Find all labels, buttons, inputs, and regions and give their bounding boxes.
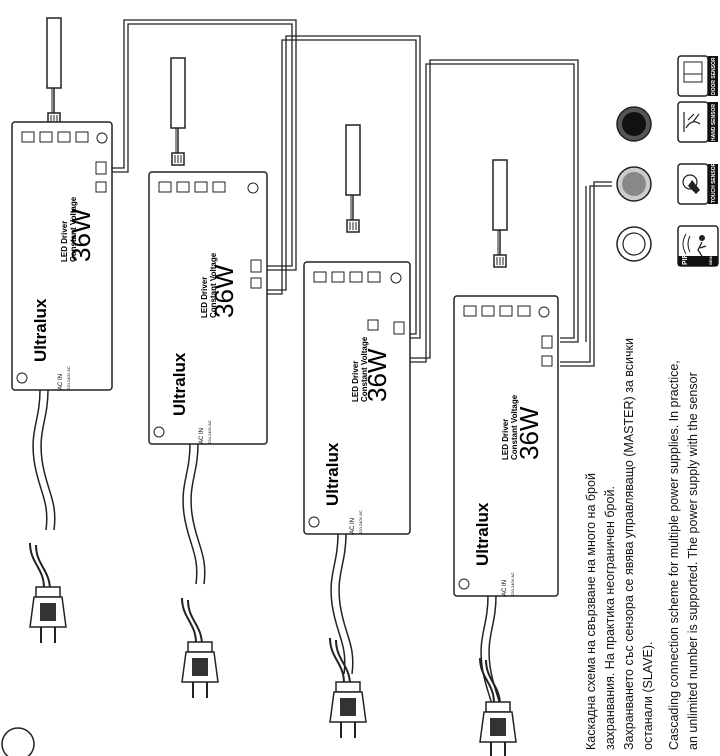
driver-input-label: AC IN bbox=[502, 580, 508, 596]
driver-brand: Ultralux bbox=[31, 298, 50, 362]
description-bg-line3: Захранването със сензора се явява управл… bbox=[622, 337, 636, 750]
light-bar-4 bbox=[492, 159, 508, 268]
driver-title-line1: LED Driver bbox=[60, 221, 69, 262]
driver-title-line2: Constant Voltage bbox=[69, 196, 78, 262]
driver-brand: Ultralux bbox=[170, 352, 189, 416]
light-bar-1 bbox=[46, 17, 62, 126]
driver-power: 36W bbox=[362, 348, 392, 402]
touch-sensor-icon: TOUCH SENSOR bbox=[677, 162, 718, 205]
driver-input-label: AC IN bbox=[199, 428, 205, 444]
pir-label: PIR bbox=[682, 253, 689, 265]
grey-sensor-button bbox=[616, 166, 652, 202]
door-sensor-label: DOOR SENSOR bbox=[711, 57, 717, 95]
power-cable-3 bbox=[329, 533, 367, 739]
driver-power: 36W bbox=[514, 406, 544, 460]
page-marker-circle bbox=[1, 727, 35, 756]
driver-input-spec: 220-240V AC bbox=[510, 572, 515, 596]
driver-4: Ultralux LED Driver Constant Voltage 36W… bbox=[453, 295, 559, 597]
description-en-line2: an unlimited number is supported. The po… bbox=[686, 372, 700, 750]
driver-brand: Ultralux bbox=[473, 502, 492, 566]
driver-input-label: AC IN bbox=[350, 518, 356, 534]
power-cable-4 bbox=[479, 595, 517, 756]
driver-title-line2: Constant Voltage bbox=[360, 336, 369, 402]
pir-sub-label: SENSOR bbox=[708, 248, 713, 265]
driver-input-spec: 220-240V AC bbox=[66, 366, 71, 390]
driver-2: Ultralux LED Driver Constant Voltage 36W… bbox=[148, 171, 268, 445]
driver-input-spec: 220-240V AC bbox=[358, 510, 363, 534]
driver-power: 36W bbox=[66, 208, 96, 262]
touch-sensor-label: TOUCH SENSOR bbox=[711, 162, 717, 203]
driver-title-line2: Constant Voltage bbox=[510, 394, 519, 460]
hand-sensor-icon: HAND SENSOR bbox=[677, 101, 718, 143]
light-bar-3 bbox=[345, 124, 361, 233]
driver-1: Ultralux LED Driver Constant Voltage 36W… bbox=[11, 121, 113, 391]
description-bg-line2: захранвания. На практика неограничен бро… bbox=[603, 486, 617, 750]
driver-power: 36W bbox=[209, 264, 239, 318]
driver-title-line1: LED Driver bbox=[200, 277, 209, 318]
driver-title-line1: LED Driver bbox=[351, 361, 360, 402]
driver-input-label: AC IN bbox=[58, 374, 64, 390]
driver-3: Ultralux LED Driver Constant Voltage 36W… bbox=[303, 261, 411, 535]
description-en-line1: Cascading connection scheme for multiple… bbox=[667, 360, 681, 750]
door-sensor-icon: DOOR SENSOR bbox=[677, 55, 718, 97]
description-bg-line4: останали (SLAVE). bbox=[641, 641, 655, 750]
driver-brand: Ultralux bbox=[323, 442, 342, 506]
driver-title-line1: LED Driver bbox=[501, 419, 510, 460]
cascade-wiring bbox=[112, 19, 612, 367]
description-bg-line1: Каскадна схема на свързване на много на … bbox=[584, 473, 598, 750]
hand-sensor-label: HAND SENSOR bbox=[711, 104, 717, 141]
black-sensor-button bbox=[616, 106, 652, 142]
driver-title-line2: Constant Voltage bbox=[209, 252, 218, 318]
power-cable-1 bbox=[29, 389, 67, 644]
power-cable-2 bbox=[181, 443, 219, 699]
driver-input-spec: 220-240V AC bbox=[207, 420, 212, 444]
light-bar-2 bbox=[170, 57, 186, 166]
pir-sensor-icon: PIR SENSOR bbox=[677, 225, 719, 267]
white-sensor-button bbox=[616, 226, 652, 262]
